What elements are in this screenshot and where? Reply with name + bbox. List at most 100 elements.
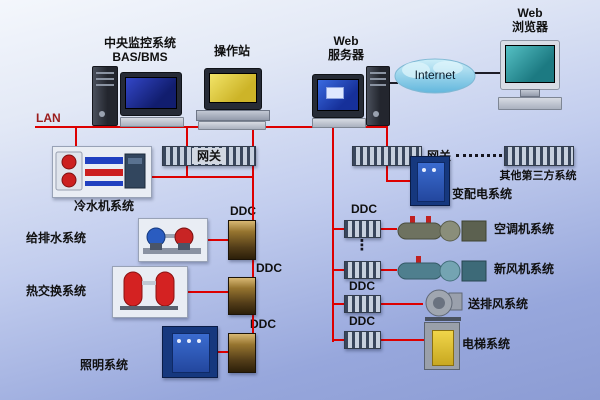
pc-tower-icon bbox=[366, 66, 390, 126]
chiller-icon bbox=[55, 151, 146, 191]
monitor-stand bbox=[520, 89, 540, 97]
tower-button bbox=[373, 111, 379, 117]
fresh-air-icon bbox=[397, 256, 487, 282]
elevator-graphic bbox=[424, 322, 460, 370]
tower-button bbox=[99, 111, 105, 117]
red-connector bbox=[186, 166, 188, 178]
red-connector bbox=[334, 228, 345, 230]
black-connector bbox=[384, 82, 398, 84]
red-connector bbox=[386, 180, 412, 182]
fresh-air-label: 新风机系统 bbox=[494, 262, 555, 276]
pump-icon bbox=[143, 227, 201, 254]
more-ddc-dots: ⋮ bbox=[354, 237, 370, 254]
red-connector bbox=[334, 339, 345, 341]
red-connector bbox=[386, 128, 388, 146]
panel-door bbox=[417, 162, 445, 202]
dotted-link bbox=[456, 154, 502, 157]
pc-monitor-icon bbox=[120, 72, 182, 116]
lan-label: LAN bbox=[36, 111, 61, 125]
power-system-label: 变配电系统 bbox=[452, 187, 513, 201]
right-trunk-line bbox=[332, 128, 334, 342]
red-connector bbox=[334, 303, 345, 305]
gateway1-label: 网关 bbox=[191, 148, 226, 164]
ahu-label: 空调机系统 bbox=[494, 222, 555, 236]
pc-screen bbox=[209, 73, 257, 103]
pc-screen bbox=[505, 45, 555, 83]
web-browser-label-line2: 浏览器 bbox=[511, 20, 548, 34]
pc-keyboard-icon bbox=[198, 121, 266, 130]
pc-tower-icon bbox=[92, 66, 118, 126]
central-monitoring-pc bbox=[92, 62, 188, 127]
exhaust-fan-graphic bbox=[422, 284, 466, 324]
tower-slots bbox=[370, 72, 386, 88]
ddc-label: DDC bbox=[349, 279, 375, 293]
ddc-label: DDC bbox=[349, 314, 375, 328]
power-cabinet-graphic bbox=[410, 156, 450, 206]
web-browser-pc bbox=[498, 40, 562, 112]
web-browser-label-line1: Web bbox=[517, 6, 543, 20]
central-monitoring-label: 中央监控系统 BAS/BMS bbox=[84, 36, 196, 64]
third-party-label: 其他第三方系统 bbox=[499, 170, 577, 182]
pc-screen bbox=[125, 77, 177, 109]
ddc-controller bbox=[228, 277, 256, 315]
heat-tank-icon bbox=[120, 271, 178, 310]
red-connector bbox=[381, 339, 425, 341]
red-connector bbox=[386, 166, 388, 182]
black-connector bbox=[474, 72, 500, 74]
red-connector bbox=[216, 351, 230, 353]
elevator-system-label: 电梯系统 bbox=[462, 337, 511, 351]
web-server-label: Web 服务器 bbox=[316, 34, 376, 62]
ddc-controller bbox=[228, 333, 256, 373]
internet-cloud: Internet bbox=[394, 56, 476, 96]
ddc-label: DDC bbox=[351, 202, 377, 216]
screen-window bbox=[326, 87, 344, 99]
pc-keyboard-icon bbox=[312, 118, 366, 128]
third-party-device bbox=[504, 146, 574, 166]
elevator-door bbox=[432, 330, 454, 366]
pc-monitor-icon bbox=[312, 74, 364, 118]
internet-label: Internet bbox=[414, 68, 456, 82]
chiller-label: 冷水机系统 bbox=[73, 199, 134, 213]
red-connector bbox=[186, 128, 188, 146]
central-monitoring-label-line1: 中央监控系统 bbox=[103, 36, 176, 50]
red-connector bbox=[381, 303, 423, 305]
web-browser-label: Web 浏览器 bbox=[502, 6, 558, 34]
ahu-graphic bbox=[396, 213, 490, 245]
red-connector bbox=[75, 128, 77, 148]
panel-light bbox=[177, 339, 181, 343]
water-system-label: 给排水系统 bbox=[26, 231, 87, 245]
pc-case-icon bbox=[196, 110, 270, 121]
red-connector bbox=[334, 269, 345, 271]
ddc-rack bbox=[344, 261, 381, 279]
web-server-label-line2: 服务器 bbox=[327, 48, 364, 62]
pc-screen bbox=[317, 79, 359, 111]
heat-exchanger-graphic bbox=[112, 266, 188, 318]
ddc-rack bbox=[344, 295, 381, 313]
fresh-air-unit-graphic bbox=[396, 253, 490, 285]
gateway1-device: 网关 bbox=[162, 146, 256, 166]
red-connector bbox=[186, 291, 230, 293]
lighting-panel-graphic bbox=[162, 326, 218, 378]
water-pump-graphic bbox=[138, 218, 208, 262]
operator-station-label: 操作站 bbox=[213, 44, 250, 58]
web-server-pc bbox=[312, 64, 390, 128]
ddc-label: DDC bbox=[230, 204, 256, 218]
fan-icon bbox=[425, 289, 463, 321]
web-server-label-line1: Web bbox=[333, 34, 359, 48]
ddc-label: DDC bbox=[250, 317, 276, 331]
ddc-rack bbox=[344, 331, 381, 349]
pc-monitor-icon bbox=[204, 68, 262, 110]
pc-keyboard-icon bbox=[498, 97, 562, 110]
operator-station-pc bbox=[196, 68, 270, 130]
ddc-label: DDC bbox=[256, 261, 282, 275]
red-connector bbox=[150, 176, 254, 178]
chiller-graphic bbox=[52, 146, 152, 198]
ahu-icon bbox=[397, 216, 487, 242]
heat-exchange-label: 热交换系统 bbox=[26, 284, 87, 298]
panel-light bbox=[197, 339, 201, 343]
panel-light bbox=[422, 168, 426, 172]
panel-light bbox=[187, 339, 191, 343]
red-connector bbox=[381, 228, 397, 230]
ddc-controller bbox=[228, 220, 256, 260]
